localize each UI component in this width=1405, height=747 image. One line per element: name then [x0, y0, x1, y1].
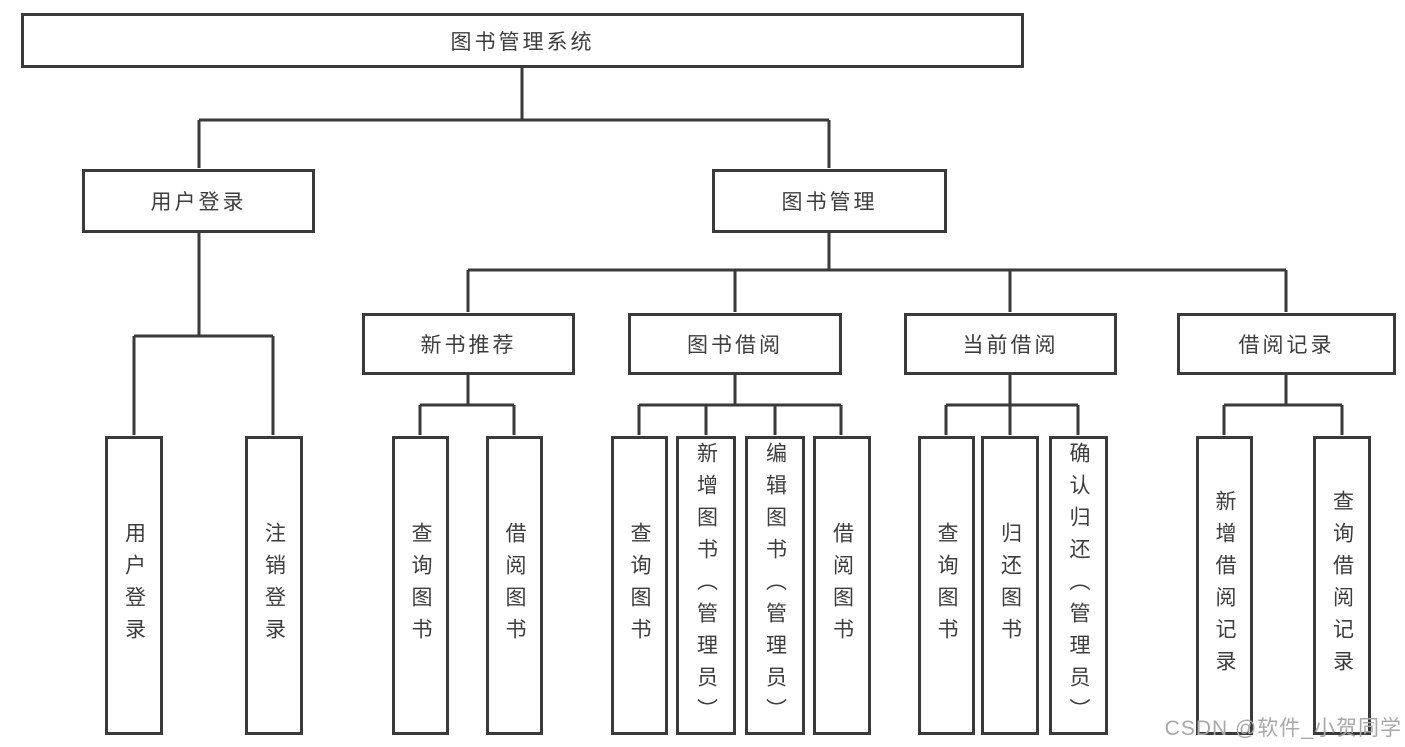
- connector-borrowing-records-children: [1222, 375, 1344, 435]
- connector-new-book-recommend-children: [418, 375, 516, 435]
- leaf-add-book-admin: 新增图书（管理员）: [676, 436, 736, 735]
- leaf-borrow-books: 借阅图书: [813, 436, 871, 735]
- node-user-login: 用户登录: [82, 169, 315, 233]
- leaf-borrow-books-recommend: 借阅图书: [486, 436, 543, 735]
- node-label: 编辑图书（管理员）: [763, 441, 787, 730]
- csdn-watermark: CSDN @软件_小贺同学: [1164, 717, 1402, 740]
- node-label: 查询图书: [409, 521, 432, 650]
- node-library-management-system: 图书管理系统: [21, 13, 1024, 68]
- leaf-return-books: 归还图书: [981, 436, 1039, 735]
- node-label: 图书借阅: [687, 334, 783, 357]
- node-new-book-recommend: 新书推荐: [362, 313, 575, 375]
- leaf-query-books-recommend: 查询图书: [392, 436, 449, 735]
- node-label: 新增借阅记录: [1213, 489, 1236, 682]
- leaf-logout: 注销登录: [245, 436, 303, 735]
- node-label: 借阅记录: [1238, 334, 1335, 357]
- node-label: 确认归还（管理员）: [1067, 441, 1090, 730]
- leaf-query-books-current: 查询图书: [918, 436, 975, 735]
- leaf-edit-book-admin: 编辑图书（管理员）: [745, 436, 805, 735]
- connector-current-borrowing-children: [944, 375, 1080, 435]
- leaf-user-login: 用户登录: [105, 436, 163, 735]
- leaf-add-borrow-record: 新增借阅记录: [1196, 436, 1253, 735]
- node-label: 图书管理系统: [450, 30, 595, 54]
- node-book-borrowing: 图书借阅: [628, 313, 842, 375]
- node-label: 用户登录: [150, 191, 247, 214]
- leaf-confirm-return-admin: 确认归还（管理员）: [1049, 436, 1108, 735]
- node-label: 查询图书: [935, 521, 958, 650]
- node-label: 图书管理: [781, 191, 878, 214]
- node-label: 新书推荐: [420, 334, 517, 357]
- node-label: 注销登录: [262, 521, 286, 650]
- node-label: 当前借阅: [962, 334, 1059, 357]
- leaf-query-borrow-record: 查询借阅记录: [1313, 436, 1371, 735]
- connector-book-management-children: [466, 233, 1288, 312]
- node-borrowing-records: 借阅记录: [1177, 313, 1396, 375]
- node-label: 新增图书（管理员）: [694, 441, 718, 730]
- leaf-query-books-borrowing: 查询图书: [611, 436, 668, 735]
- node-label: 用户登录: [122, 521, 146, 650]
- node-label: 借阅图书: [503, 521, 526, 650]
- node-current-borrowing: 当前借阅: [904, 313, 1117, 375]
- node-label: 借阅图书: [830, 521, 854, 650]
- connector-root-to-level2: [197, 68, 831, 168]
- node-label: 归还图书: [998, 521, 1022, 650]
- connector-user-login-children: [132, 233, 275, 435]
- node-label: 查询图书: [628, 521, 651, 650]
- node-book-management: 图书管理: [712, 169, 947, 233]
- connector-book-borrowing-children: [637, 375, 843, 435]
- node-label: 查询借阅记录: [1330, 489, 1354, 682]
